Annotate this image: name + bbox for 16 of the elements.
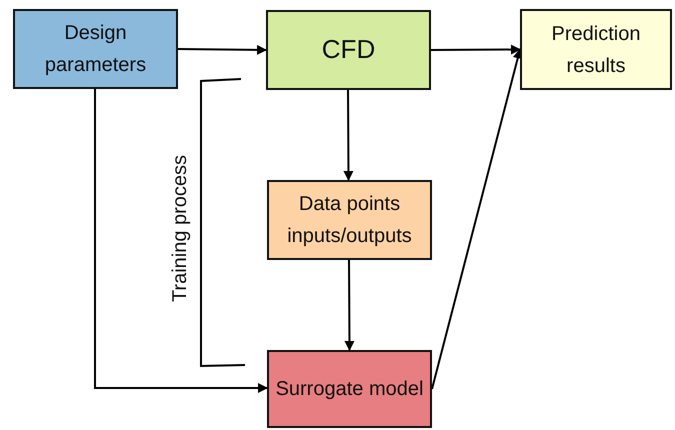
- process-box: [267, 180, 432, 260]
- arrow: [431, 44, 521, 55]
- process-box: [520, 9, 672, 90]
- bracket-label: Training process: [168, 154, 192, 302]
- arrow: [178, 44, 267, 55]
- arrow: [343, 90, 354, 181]
- arrow: [344, 260, 354, 351]
- box-label: Data points inputs/outputs: [286, 192, 413, 249]
- box-label: Design parameters: [44, 21, 148, 78]
- box-label: CFD: [320, 33, 376, 66]
- process-box: [266, 10, 431, 90]
- process-box: [13, 9, 178, 89]
- box-label: Surrogate model: [274, 377, 424, 402]
- arrow: [94, 89, 268, 393]
- process-box: [267, 350, 432, 428]
- box-label: Prediction results: [550, 22, 642, 78]
